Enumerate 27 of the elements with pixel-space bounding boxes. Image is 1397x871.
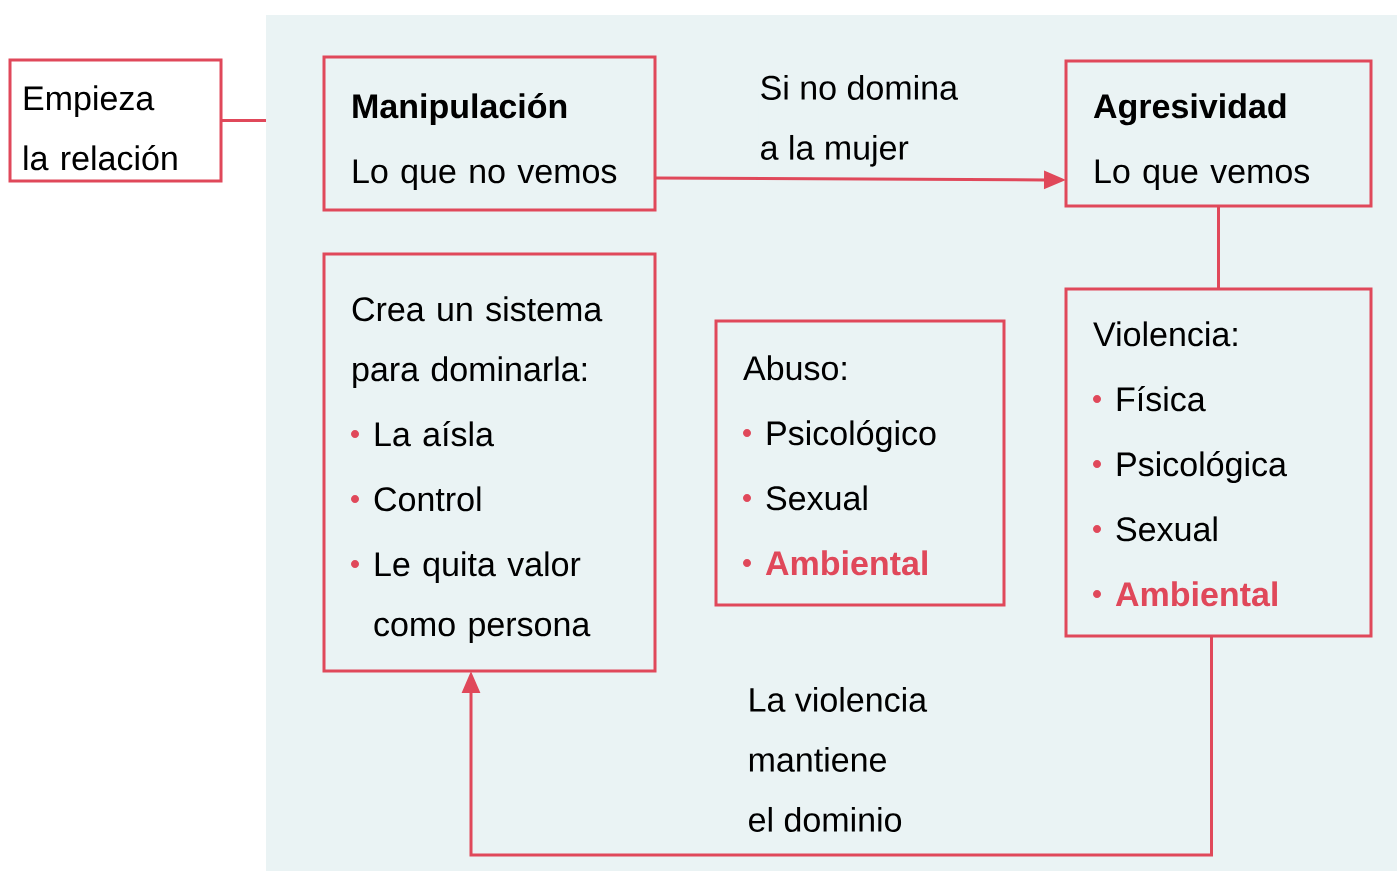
- box-text: Violencia:: [1093, 321, 1237, 347]
- edge-label: Si no domina a la mujer: [758, 72, 976, 168]
- list-box: [1064, 287, 1373, 638]
- concept-box: [322, 55, 657, 212]
- list-item: Sexual: [1116, 516, 1217, 542]
- list-item: Ambiental: [765, 550, 927, 576]
- list-item: Ambiental: [1115, 581, 1277, 607]
- edge-label: La violencia mantiene el dominio: [746, 684, 934, 834]
- heading: Agresividad: [1093, 93, 1286, 126]
- list-box: [714, 319, 1006, 607]
- list-item: Psicológica: [1117, 450, 1287, 484]
- list-item: La aísla: [375, 420, 494, 447]
- concept-box: [1064, 59, 1373, 208]
- list-item: Le quita valor como persona: [374, 551, 591, 644]
- arrow: [461, 636, 1213, 857]
- text-box: [8, 58, 223, 183]
- heading: Manipulación: [353, 93, 567, 126]
- box-text: Crea un sistema para dominarla:: [352, 296, 603, 389]
- list-item: Sexual: [766, 485, 867, 511]
- list-item: Control: [374, 486, 481, 512]
- box-text: Lo que no vemos: [353, 159, 617, 191]
- box-text: Lo que vemos: [1095, 159, 1310, 191]
- list-box: [322, 252, 657, 673]
- list-item: Física: [1117, 385, 1206, 412]
- box-text: Empieza la relación: [24, 85, 177, 171]
- box-text: Abuso:: [743, 355, 846, 381]
- list-item: Psicológico: [767, 419, 936, 453]
